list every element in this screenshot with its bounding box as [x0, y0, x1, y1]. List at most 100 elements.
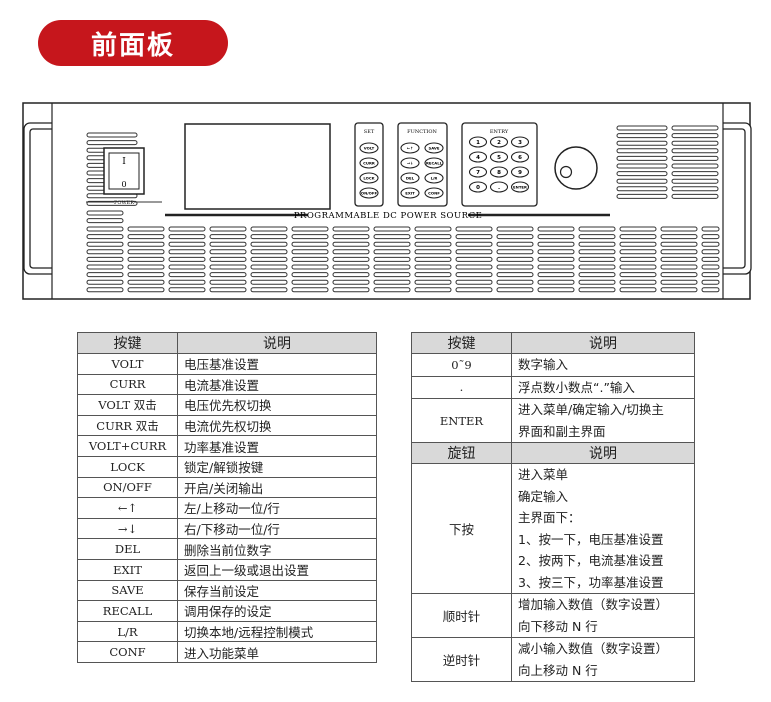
key-cell: CONF — [77, 641, 178, 663]
vent-slot — [671, 171, 719, 177]
vent-slot — [127, 279, 165, 285]
vent-slot — [250, 241, 288, 247]
key-lock[interactable]: LOCK — [359, 172, 379, 184]
desc-line: 数字输入 — [518, 357, 569, 372]
vent-slot — [578, 241, 616, 247]
vent-slot — [619, 249, 657, 255]
vent-slot — [168, 249, 206, 255]
vent-slot — [168, 279, 206, 285]
vent-slot — [671, 155, 719, 161]
vent-slot — [619, 287, 657, 293]
svg-text:7: 7 — [476, 170, 480, 176]
svg-text:2: 2 — [497, 140, 501, 146]
vent-slot — [127, 249, 165, 255]
left-handle — [23, 122, 52, 275]
vent-slot — [701, 287, 720, 293]
svg-text:8: 8 — [497, 170, 501, 176]
vent-slot — [578, 256, 616, 262]
vent-slot — [332, 226, 370, 232]
vent-slot — [537, 287, 575, 293]
vent-slot — [578, 226, 616, 232]
table-row: CURR 双击电流优先权切换 — [77, 414, 377, 437]
svg-text:FUNCTION: FUNCTION — [407, 129, 437, 135]
desc-line: 浮点数小数点“.”输入 — [518, 379, 635, 395]
key-5[interactable]: 5 — [489, 151, 509, 163]
vent-slot — [537, 256, 575, 262]
vent-slot — [86, 287, 124, 293]
key--[interactable]: . — [489, 181, 509, 193]
desc-cell: 增加输入数值（数字设置）向下移动 N 行 — [511, 593, 695, 638]
vent-slot — [291, 256, 329, 262]
vent-slot — [373, 264, 411, 270]
vent-slot — [616, 125, 668, 131]
vent-slot — [86, 234, 124, 240]
vent-slot — [291, 279, 329, 285]
key-recall[interactable]: RECALL — [424, 157, 444, 169]
key-cell: LOCK — [77, 455, 178, 478]
desc-cell: 电压优先权切换 — [177, 394, 377, 416]
key-cell: 逆时针 — [411, 637, 512, 682]
key-1[interactable]: 1 — [468, 136, 488, 148]
key--[interactable]: ←↑ — [400, 142, 420, 154]
key-cell: ←↑ — [77, 497, 178, 519]
key-3[interactable]: 3 — [510, 136, 530, 148]
vent-slot — [701, 264, 720, 270]
desc-line: 向上移动 N 行 — [518, 662, 598, 678]
vent-slot — [616, 140, 668, 146]
rotary-knob[interactable] — [554, 146, 598, 190]
vent-slot — [168, 264, 206, 270]
key-cell: EXIT — [77, 558, 178, 581]
vent-slot — [578, 249, 616, 255]
table-row: ←↑左/上移动一位/行 — [77, 497, 377, 519]
key-2[interactable]: 2 — [489, 136, 509, 148]
key-l-r[interactable]: L/R — [424, 172, 444, 184]
vent-slot — [578, 234, 616, 240]
desc-cell: 返回上一级或退出设置 — [177, 558, 377, 581]
key-0[interactable]: 0 — [468, 181, 488, 193]
vent-slot — [496, 249, 534, 255]
table-row: VOLT 双击电压优先权切换 — [77, 394, 377, 416]
key-del[interactable]: DEL — [400, 172, 420, 184]
vent-slot — [578, 279, 616, 285]
key-8[interactable]: 8 — [489, 166, 509, 178]
vent-slot — [127, 241, 165, 247]
vent-slot — [250, 234, 288, 240]
key-cell: VOLT+CURR — [77, 435, 178, 457]
key-volt[interactable]: VOLT — [359, 142, 379, 154]
key-exit[interactable]: EXIT — [400, 187, 420, 199]
key-6[interactable]: 6 — [510, 151, 530, 163]
key-4[interactable]: 4 — [468, 151, 488, 163]
vent-slot — [127, 287, 165, 293]
vent-slot — [619, 279, 657, 285]
key-7[interactable]: 7 — [468, 166, 488, 178]
power-switch[interactable]: I 0 — [103, 147, 145, 195]
desc-line: 主界面下： — [518, 510, 581, 525]
model-text: PROGRAMMABLE DC POWER SOURCE — [294, 211, 483, 221]
desc-cell: 切换本地/远程控制模式 — [177, 620, 377, 643]
vent-slot — [537, 241, 575, 247]
svg-text:LOCK: LOCK — [363, 175, 375, 180]
key-enter[interactable]: ENTER — [510, 181, 530, 193]
vent-slot — [619, 264, 657, 270]
svg-text:I: I — [122, 157, 126, 167]
vent-slot — [373, 234, 411, 240]
vent-slot — [168, 256, 206, 262]
svg-text:ENTER: ENTER — [513, 184, 527, 189]
header-key: 旋钮 — [411, 442, 512, 464]
desc-cell: 电流优先权切换 — [177, 414, 377, 437]
vent-slot — [660, 279, 698, 285]
key--[interactable]: →↓ — [400, 157, 420, 169]
vent-slot — [250, 279, 288, 285]
vent-slot — [619, 234, 657, 240]
right-handle — [723, 122, 752, 275]
key-curr[interactable]: CURR — [359, 157, 379, 169]
vent-slot — [291, 226, 329, 232]
key-on-off[interactable]: ON/OFF — [359, 187, 379, 199]
key-save[interactable]: SAVE — [424, 142, 444, 154]
key-9[interactable]: 9 — [510, 166, 530, 178]
desc-cell: 电流基准设置 — [177, 373, 377, 396]
vent-slot — [701, 256, 720, 262]
key-conf[interactable]: CONF — [424, 187, 444, 199]
